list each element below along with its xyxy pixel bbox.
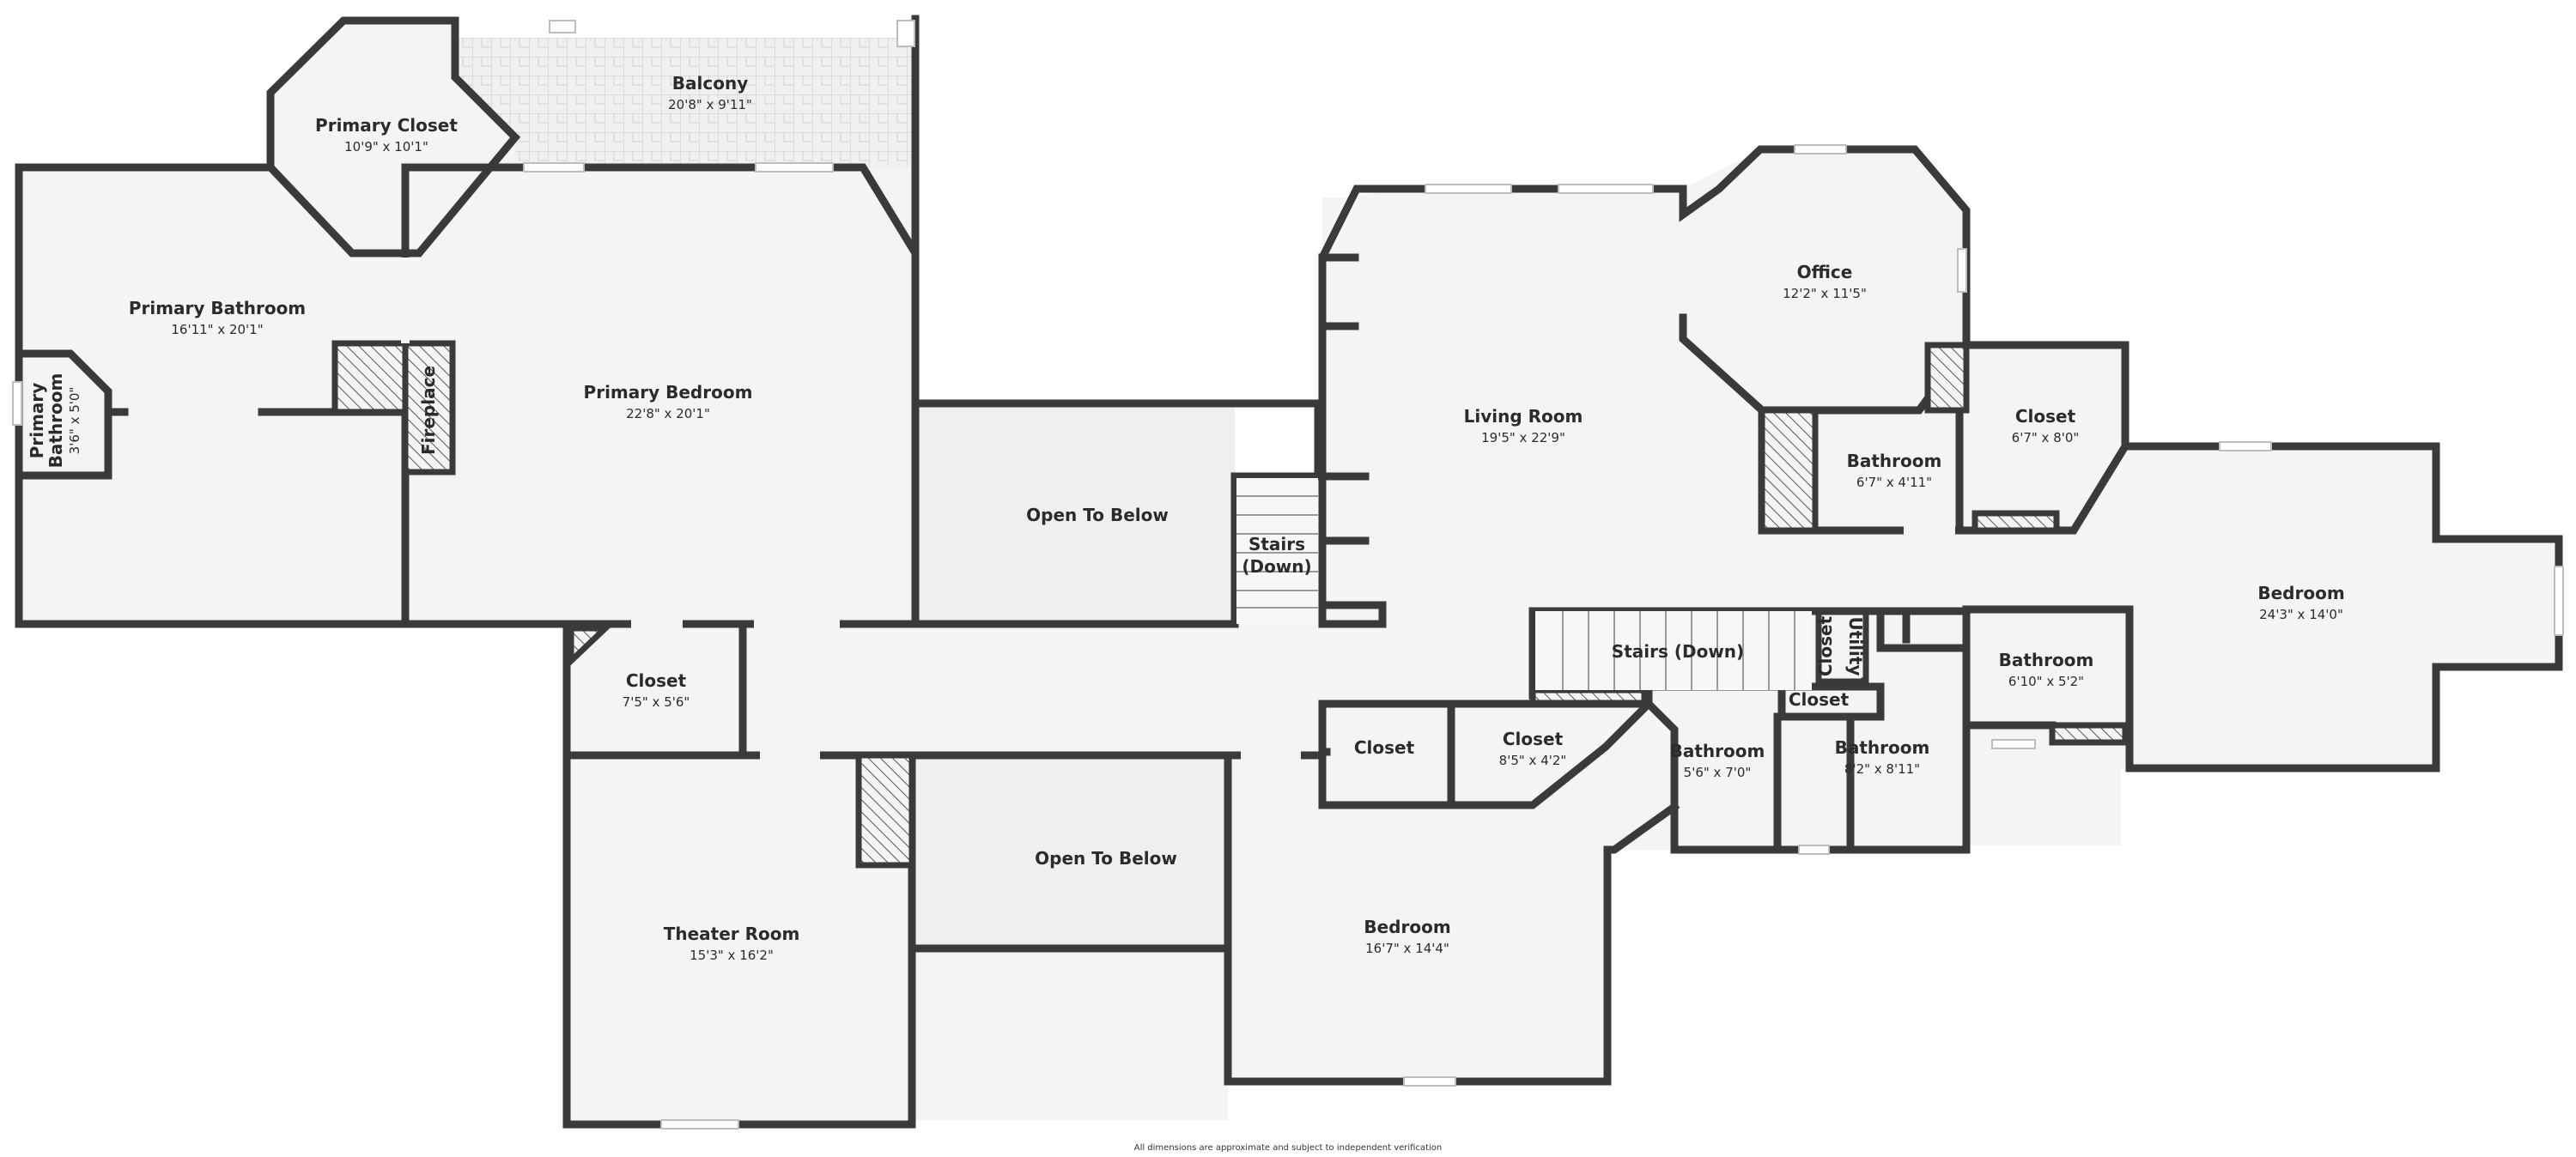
closet-a-dim: 6'7" x 8'0" [2012,430,2080,445]
living-room-dim: 19'5" x 22'9" [1481,430,1565,445]
walls [15,15,2563,1129]
balcony-label: Balcony [672,73,748,94]
bathroom-c-dim: 5'6" x 7'0" [1684,765,1752,780]
closet-hall-label: Closet [626,670,687,691]
bathroom-d-label: Bathroom [1835,737,1930,758]
stairs-mid [1535,611,1812,690]
room-labels: Balcony 20'8" x 9'11" Primary Closet 10'… [27,73,2345,963]
office-label: Office [1797,262,1853,282]
primary-bathroom-label: Primary Bathroom [129,298,306,318]
primary-closet-label: Primary Closet [315,115,458,136]
bathroom-a-dim: 6'7" x 4'11" [1856,475,1932,490]
open-below-bottom-label: Open To Below [1035,848,1177,869]
utility-closet-label-2: Closet [1815,615,1836,676]
primary-bath-small-label-1: Primary [27,383,47,459]
fireplace-label: Fireplace [418,366,439,455]
office-dim: 12'2" x 11'5" [1783,286,1867,301]
closet-c-label: Closet [1503,729,1564,749]
bedroom-right-dim: 24'3" x 14'0" [2259,607,2343,622]
stairs-left [1236,478,1318,624]
theater-room-label: Theater Room [664,924,800,944]
primary-bedroom-label: Primary Bedroom [584,382,753,403]
balcony-dim: 20'8" x 9'11" [668,97,752,112]
bedroom-right-label: Bedroom [2257,583,2344,603]
stairs-left-label-1: Stairs [1249,534,1305,554]
closet-hall-dim: 7'5" x 5'6" [623,694,690,710]
bedroom-lower-dim: 16'7" x 14'4" [1365,941,1449,956]
primary-bedroom-dim: 22'8" x 20'1" [626,406,710,421]
primary-bathroom-dim: 16'11" x 20'1" [171,322,263,337]
bathroom-d-dim: 8'2" x 8'11" [1844,761,1920,777]
windows [12,20,2564,1130]
theater-room-dim: 15'3" x 16'2" [690,948,774,963]
stairs-mid-label: Stairs (Down) [1612,641,1744,662]
living-room-label: Living Room [1464,406,1583,427]
utility-closet-label-1: Utility [1845,617,1866,676]
bathroom-a-label: Bathroom [1847,451,1942,471]
disclaimer-text: All dimensions are approximate and subje… [1133,1143,1443,1153]
stairs-left-label-2: (Down) [1242,556,1311,577]
closet-c-dim: 8'5" x 4'2" [1499,753,1567,768]
closet-a-label: Closet [2015,406,2076,427]
closet-small-label: Closet [1789,689,1850,710]
primary-closet-dim: 10'9" x 10'1" [344,139,428,154]
open-below-top-label: Open To Below [1026,505,1169,525]
bathroom-c-label: Bathroom [1670,741,1765,761]
bathroom-b-dim: 6'10" x 5'2" [2008,674,2084,689]
primary-bath-small-label-2: Bathroom [46,373,66,469]
primary-bath-small-dim: 3'6" x 5'0" [67,387,82,455]
bedroom-lower-label: Bedroom [1364,917,1450,937]
bathroom-b-label: Bathroom [1999,650,2094,670]
closet-b-label: Closet [1354,737,1415,758]
